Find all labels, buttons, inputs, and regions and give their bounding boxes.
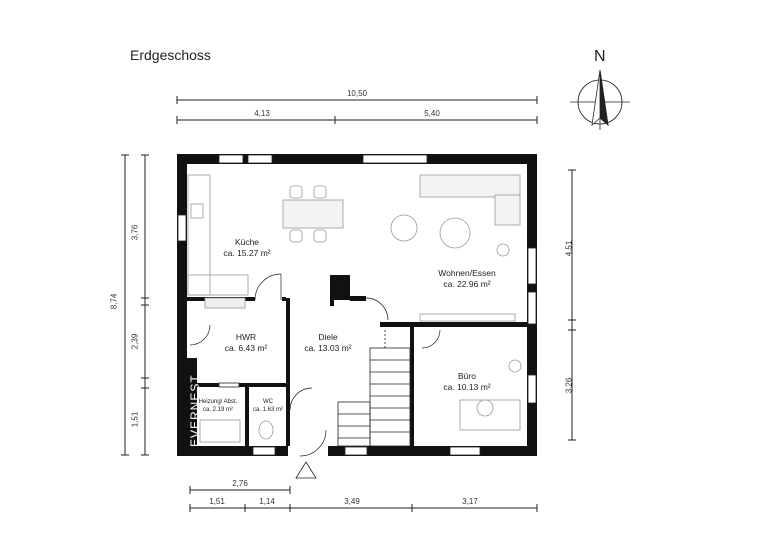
windows (177, 154, 537, 456)
page-title: Erdgeschoss (130, 47, 211, 63)
room-name: Küche (234, 237, 260, 247)
room-area: ca. 22.96 m² (443, 279, 491, 289)
dim-bottom-3: 3,49 (344, 497, 360, 506)
staircase (337, 330, 411, 447)
dim-top-left: 4,13 (254, 109, 270, 118)
dim-top-total: 10,50 (346, 89, 368, 98)
furniture (187, 174, 522, 443)
dim-bottom-2: 1,14 (259, 497, 275, 506)
dim-left-total: 8,74 (109, 293, 119, 310)
dimension-lines (121, 96, 576, 512)
room-hwr: HWR ca. 6.43 m² (225, 332, 268, 354)
room-name: Diele (318, 332, 338, 342)
room-buero: Büro ca. 10.13 m² (443, 371, 490, 393)
room-area: ca. 10.13 m² (443, 382, 491, 392)
room-heizung: Heizung/ Abst. ca. 2.19 m² (199, 398, 238, 414)
room-name: Büro (458, 371, 476, 381)
north-label: N (594, 48, 606, 65)
dim-top-right: 5,40 (424, 109, 440, 118)
room-name: Wohnen/Essen (438, 268, 496, 278)
dim-bottom-4: 3,17 (462, 497, 478, 506)
dim-bottom-total: 2,76 (232, 479, 248, 488)
dim-left-3: 1,51 (130, 411, 140, 428)
dim-right-2: 3,26 (564, 377, 574, 394)
room-area: ca. 2.19 m² (202, 407, 234, 413)
room-name: HWR (235, 332, 257, 342)
room-area: ca. 15.27 m² (223, 248, 271, 258)
room-area: ca. 6.43 m² (224, 343, 268, 353)
room-kueche: Küche ca. 15.27 m² (223, 237, 270, 259)
room-wohnen: Wohnen/Essen ca. 22.96 m² (438, 268, 496, 290)
dim-left-2: 2,39 (130, 333, 140, 350)
room-name: WC (262, 399, 273, 405)
room-area: ca. 13.03 m² (304, 343, 352, 353)
room-wc: WC ca. 1.63 m² (253, 398, 283, 414)
room-name: Heizung/ Abst. (198, 399, 238, 405)
dim-left-1: 3,76 (130, 224, 140, 241)
dim-right-1: 4,51 (564, 240, 574, 257)
room-area: ca. 1.63 m² (252, 407, 284, 413)
brand-strip (177, 358, 197, 456)
door-swings (189, 273, 441, 457)
dim-bottom-1: 1,51 (209, 497, 225, 506)
north-compass (570, 69, 630, 130)
entrance-arrow (295, 461, 317, 479)
room-diele: Diele ca. 13.03 m² (304, 332, 351, 354)
